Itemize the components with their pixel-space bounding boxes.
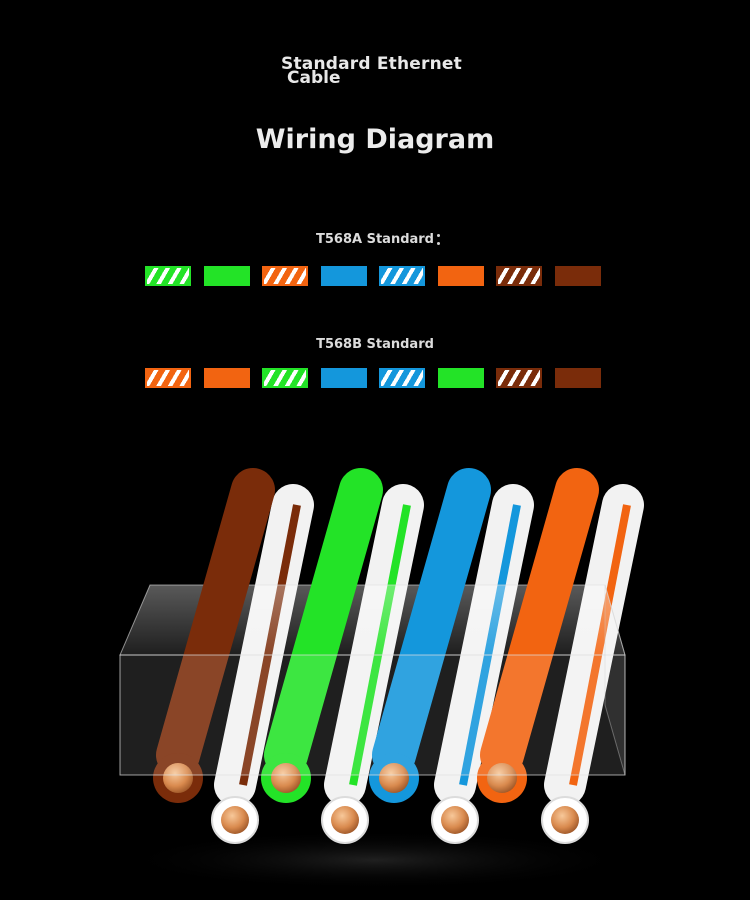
colon-dots-icon xyxy=(437,233,441,247)
t568b-color-strip xyxy=(145,368,605,388)
rj45-connector-illustration xyxy=(115,468,644,890)
wire-swatch-solid-green xyxy=(437,368,484,388)
connector-front-face xyxy=(119,654,626,776)
wire-swatch-solid-green xyxy=(203,266,250,286)
t568b-label: T568B Standard xyxy=(316,337,434,352)
front-wires xyxy=(153,468,599,803)
wire-swatch-solid-orange xyxy=(203,368,250,388)
title-line-1: Standard Ethernet xyxy=(281,54,462,74)
floor-reflection xyxy=(115,830,635,890)
wire-swatch-solid-brown xyxy=(554,368,601,388)
wire-swatch-striped-brown xyxy=(496,368,542,388)
wire-swatch-striped-orange xyxy=(145,368,191,388)
wire-swatch-striped-green xyxy=(145,266,191,286)
wire-swatch-solid-orange xyxy=(437,266,484,286)
wire-swatch-solid-brown xyxy=(554,266,601,286)
wire-swatch-solid-blue xyxy=(320,266,367,286)
solid-wire-brown xyxy=(153,468,275,803)
t568a-label: T568A Standard xyxy=(316,232,434,247)
wire-swatch-striped-orange xyxy=(262,266,308,286)
wire-swatch-striped-blue xyxy=(379,368,425,388)
wire-swatch-solid-blue xyxy=(320,368,367,388)
back-wires xyxy=(211,484,644,844)
solid-wire-orange xyxy=(477,468,599,803)
wire-swatch-striped-blue xyxy=(379,266,425,286)
title-line-2: Cable xyxy=(287,68,341,88)
wire-swatch-striped-green xyxy=(262,368,308,388)
solid-wire-blue xyxy=(369,468,491,803)
t568a-color-strip xyxy=(145,266,605,286)
connector-side-face xyxy=(604,584,626,776)
solid-wire-green xyxy=(261,468,383,803)
wire-swatch-striped-brown xyxy=(496,266,542,286)
diagram-heading: Wiring Diagram xyxy=(255,124,495,155)
